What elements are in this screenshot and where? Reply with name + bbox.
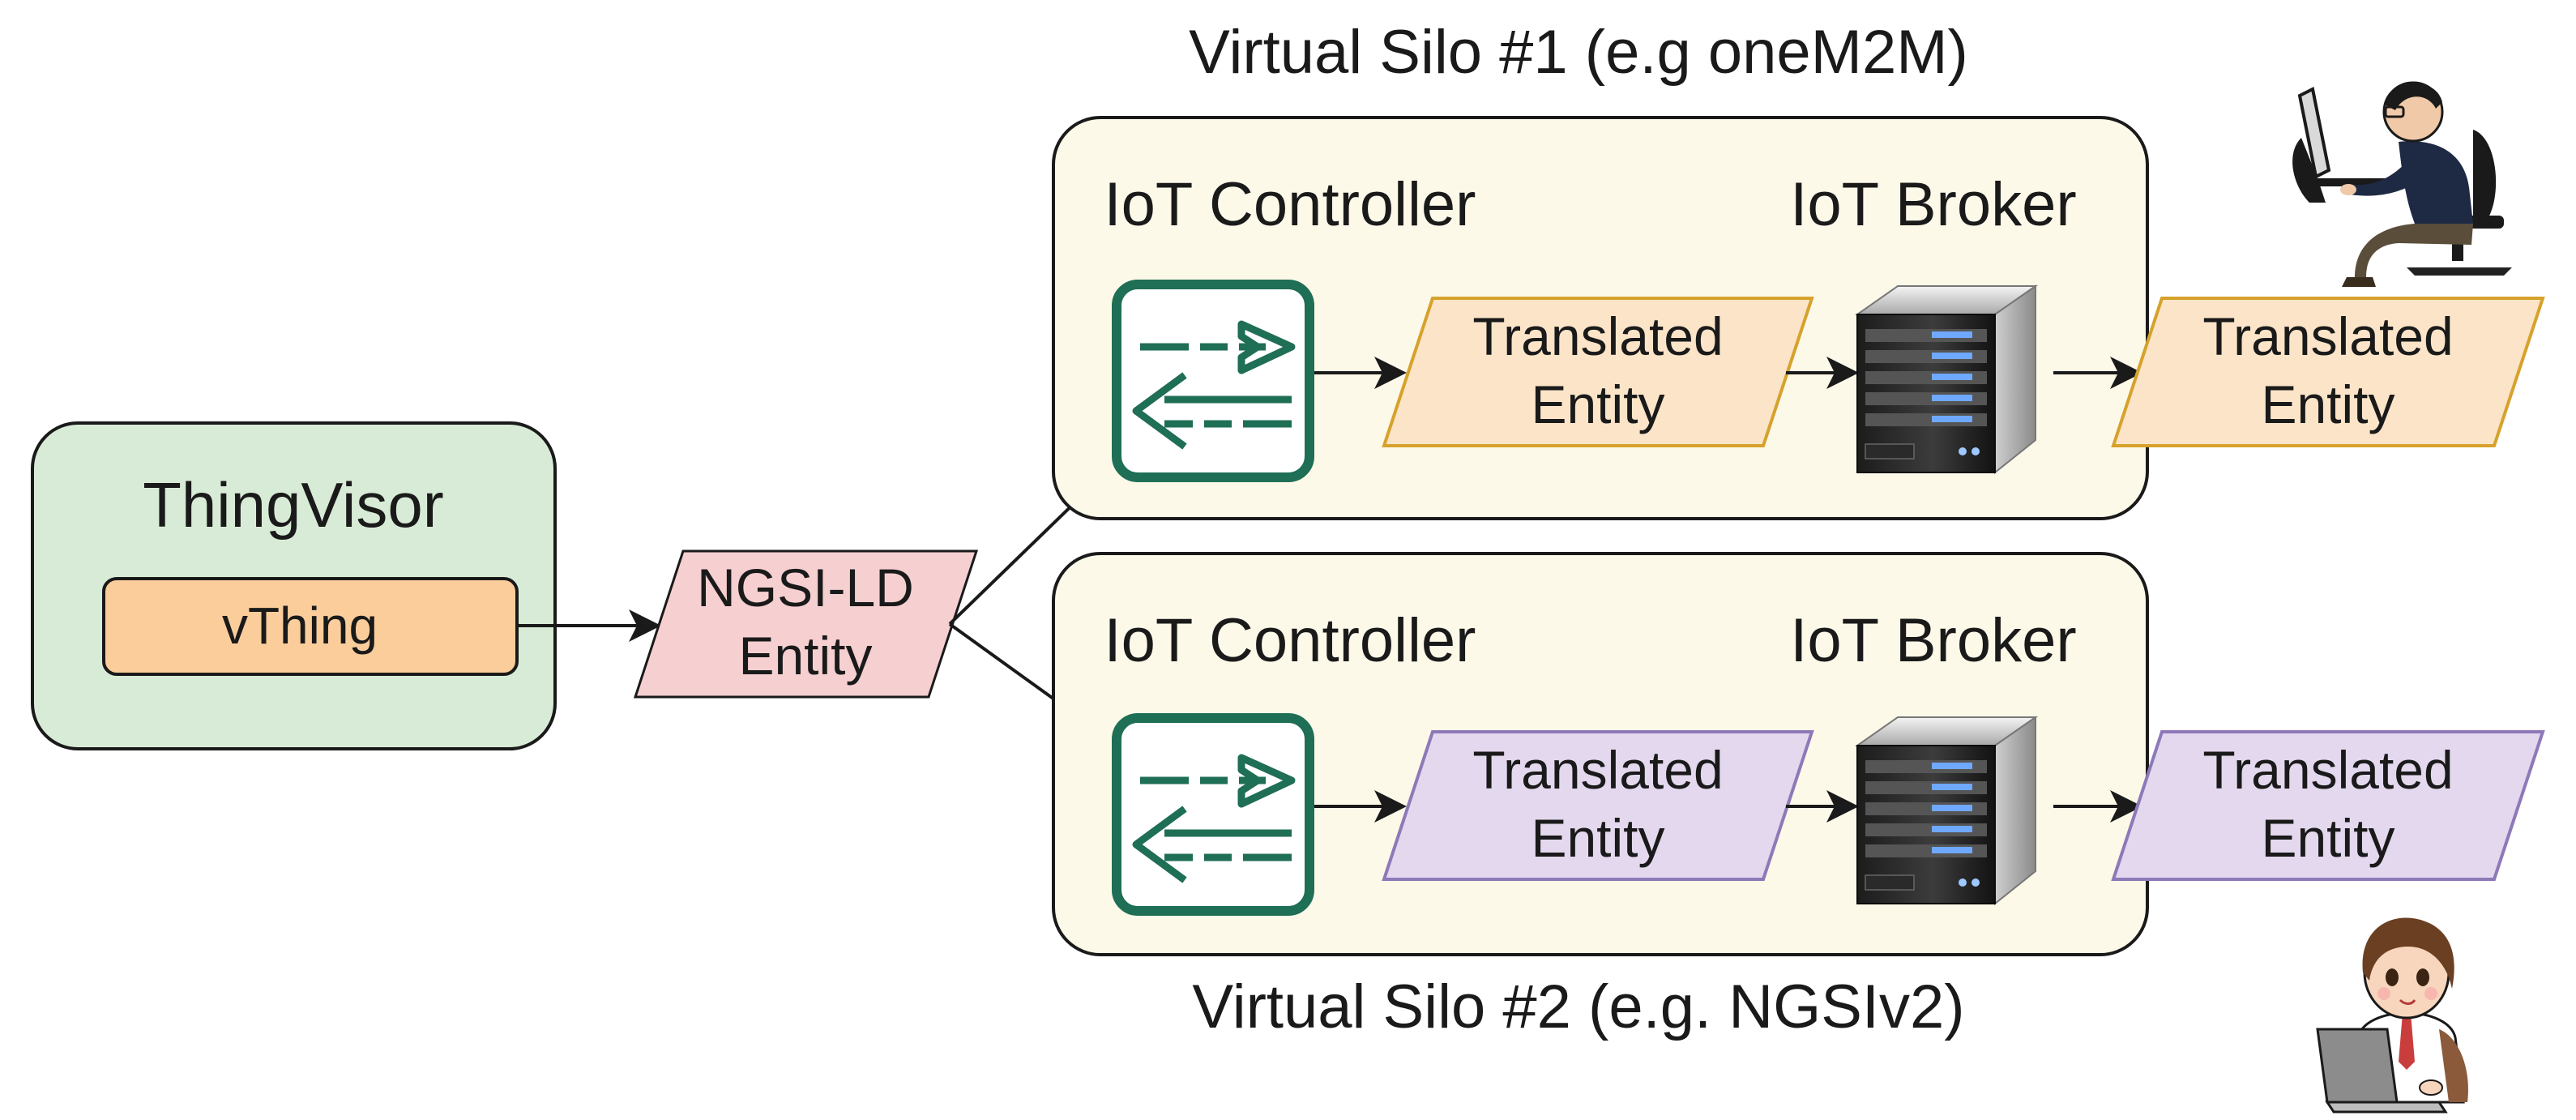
silo1-translated-entity: Translated Entity bbox=[1382, 297, 1814, 447]
silo1-entity-in-line1: Translated bbox=[1472, 306, 1723, 366]
vthing-label: vThing bbox=[222, 596, 378, 655]
silo2-entity-in-line2: Entity bbox=[1531, 808, 1664, 868]
silo1-entity-in-line2: Entity bbox=[1531, 374, 1664, 434]
vthing-box[interactable]: vThing bbox=[102, 577, 519, 676]
woman-with-laptop-icon bbox=[2316, 917, 2468, 1114]
silo1-entity-out-line1: Translated bbox=[2202, 306, 2453, 366]
ngsi-entity-line1: NGSI-LD bbox=[697, 558, 914, 618]
silo1-controller-icon[interactable] bbox=[1117, 284, 1309, 477]
silo2-broker-label: IoT Broker bbox=[1790, 606, 2076, 675]
silo2-entity-out-line2: Entity bbox=[2261, 808, 2394, 868]
silo2-entity-in-line1: Translated bbox=[1472, 740, 1723, 800]
thingvisor-title: ThingVisor bbox=[143, 469, 443, 541]
silo2-entity-out-line1: Translated bbox=[2202, 740, 2453, 800]
silo2-server-icon[interactable] bbox=[1856, 716, 2036, 904]
silo2-title: Virtual Silo #2 (e.g. NGSIv2) bbox=[1192, 973, 1964, 1041]
silo1-entity-out-line2: Entity bbox=[2261, 374, 2394, 434]
silo1-broker-label: IoT Broker bbox=[1790, 170, 2076, 239]
silo2-controller-label: IoT Controller bbox=[1104, 606, 1476, 675]
silo1-server-icon[interactable] bbox=[1856, 285, 2036, 473]
ngsi-entity-line2: Entity bbox=[738, 626, 872, 686]
ngsi-ld-entity: NGSI-LD Entity bbox=[633, 549, 979, 699]
silo2-controller-icon[interactable] bbox=[1117, 718, 1309, 911]
silo1-output-entity: Translated Entity bbox=[2111, 297, 2545, 447]
silo1-controller-label: IoT Controller bbox=[1104, 170, 1476, 239]
thingvisor-box: ThingVisor vThing bbox=[31, 421, 557, 750]
virtual-silo-1: IoT Controller IoT Broker Translated Ent… bbox=[1052, 116, 2149, 520]
silo1-title: Virtual Silo #1 (e.g oneM2M) bbox=[1189, 18, 1968, 87]
person-at-computer-icon bbox=[2292, 81, 2512, 287]
virtual-silo-2: IoT Controller IoT Broker Translated Ent… bbox=[1052, 552, 2149, 956]
silo2-translated-entity: Translated Entity bbox=[1382, 730, 1814, 881]
silo2-output-entity: Translated Entity bbox=[2111, 730, 2545, 881]
